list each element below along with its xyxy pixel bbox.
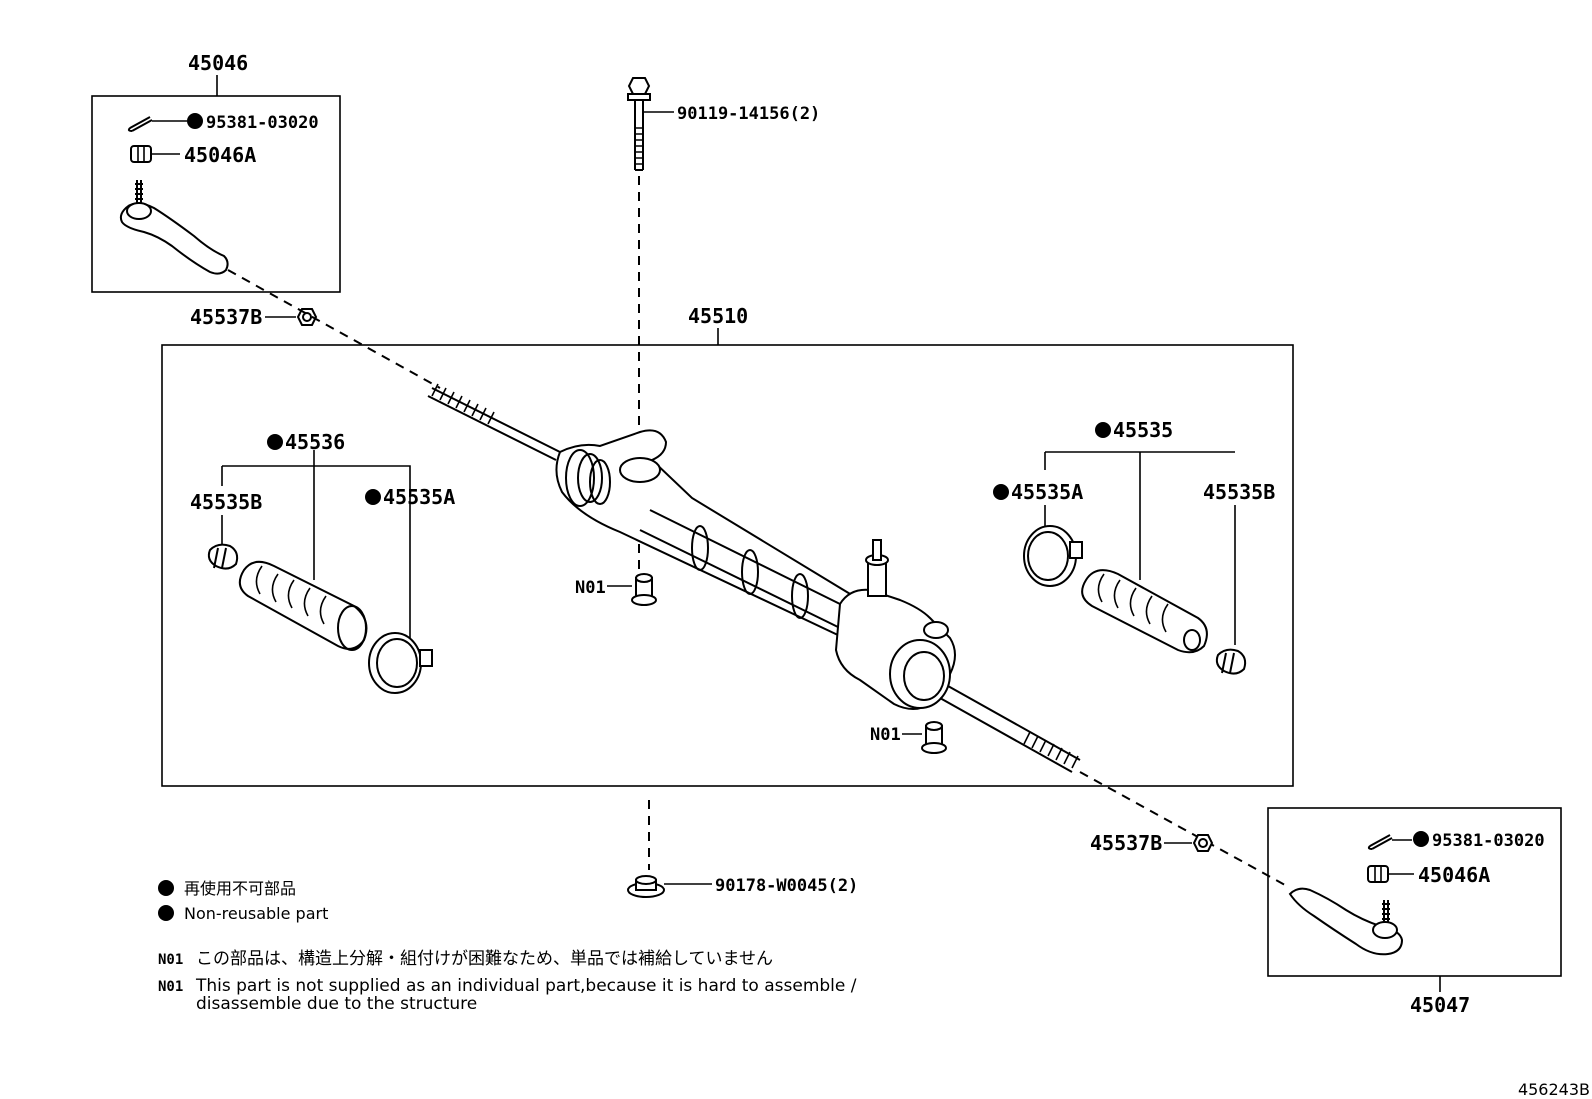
label-45537B-left: 45537B xyxy=(190,305,262,329)
castle-nut-icon xyxy=(130,145,152,163)
non-reusable-dot-icon xyxy=(267,434,283,450)
legend-ja: 再使用不可部品 xyxy=(184,879,296,898)
note-code-en: N01 xyxy=(158,979,183,995)
legend-en: Non-reusable part xyxy=(184,904,328,923)
box-45046 xyxy=(91,95,341,293)
label-N01-lower: N01 xyxy=(870,725,901,745)
label-45046: 45046 xyxy=(188,51,248,75)
note-code-ja: N01 xyxy=(158,952,183,968)
non-reusable-dot-icon xyxy=(1413,831,1429,847)
label-45535A-left: 45535A xyxy=(383,485,455,509)
bushing-upper-icon xyxy=(631,573,657,606)
cotter-pin-right-icon xyxy=(1367,834,1393,850)
note-ja: この部品は、構造上分解・組付けが困難なため、単品では補給していません xyxy=(196,949,773,969)
label-45535: 45535 xyxy=(1113,418,1173,442)
tie-rod-end-right-icon xyxy=(1288,887,1404,956)
note-en-line1: This part is not supplied as an individu… xyxy=(195,976,857,996)
label-90178-W0045: 90178-W0045(2) xyxy=(715,876,858,896)
legend-dot-icon xyxy=(158,905,174,921)
boot-clip-small-left-icon xyxy=(207,543,239,570)
label-45047: 45047 xyxy=(1410,993,1470,1017)
label-45535B-left: 45535B xyxy=(190,490,262,514)
flange-nut-icon xyxy=(627,875,665,898)
hex-nut-left-icon xyxy=(296,308,318,326)
label-45537B-right: 45537B xyxy=(1090,831,1162,855)
bushing-lower-icon xyxy=(921,721,947,754)
non-reusable-dot-icon xyxy=(993,484,1009,500)
note-en-line2: disassemble due to the structure xyxy=(196,994,477,1014)
label-45046A-right: 45046A xyxy=(1418,863,1490,887)
bolt-icon xyxy=(627,77,651,171)
box-45510 xyxy=(161,344,1294,787)
boot-clamp-right-icon xyxy=(1023,525,1083,587)
label-45046A-left: 45046A xyxy=(184,143,256,167)
steering-boot-right-icon xyxy=(1081,569,1208,654)
label-45535B-right: 45535B xyxy=(1203,480,1275,504)
legend-dot-icon xyxy=(158,880,174,896)
label-N01-upper: N01 xyxy=(575,578,606,598)
label-90119-14156: 90119-14156(2) xyxy=(677,104,820,124)
label-95381-03020-right: 95381-03020 xyxy=(1432,831,1545,851)
boot-clamp-left-icon xyxy=(368,632,433,694)
label-95381-03020-left: 95381-03020 xyxy=(206,113,319,133)
tie-rod-end-left-icon xyxy=(119,180,229,275)
steering-rack-assembly-icon xyxy=(427,383,1081,773)
label-45535A-right: 45535A xyxy=(1011,480,1083,504)
non-reusable-dot-icon xyxy=(187,113,203,129)
non-reusable-dot-icon xyxy=(365,489,381,505)
non-reusable-dot-icon xyxy=(1095,422,1111,438)
hex-nut-right-icon xyxy=(1192,834,1214,852)
castle-nut-right-icon xyxy=(1367,865,1389,883)
label-45536: 45536 xyxy=(285,430,345,454)
diagram-id: 456243B xyxy=(1518,1080,1590,1099)
label-45510: 45510 xyxy=(688,304,748,328)
cotter-pin-icon xyxy=(127,116,153,132)
boot-clip-small-right-icon xyxy=(1215,648,1247,675)
steering-boot-left-icon xyxy=(238,560,368,651)
box-45047 xyxy=(1267,807,1562,977)
